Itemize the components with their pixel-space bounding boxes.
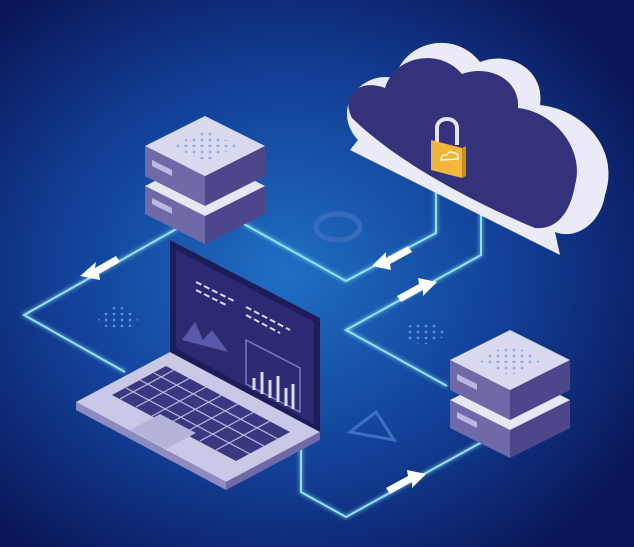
line-server-to-laptop bbox=[21, 227, 179, 373]
arrow-icon bbox=[386, 470, 426, 494]
arrow-icon bbox=[80, 256, 120, 280]
keyboard bbox=[112, 366, 290, 461]
arrow-icon bbox=[397, 278, 437, 302]
server-icon bbox=[145, 116, 265, 244]
arrow-icon bbox=[372, 246, 412, 270]
laptop-icon bbox=[76, 240, 320, 490]
triangle-shape bbox=[346, 409, 398, 443]
dot-grid bbox=[98, 307, 138, 329]
padlock-icon bbox=[431, 117, 466, 178]
arrows bbox=[80, 246, 437, 494]
dot-grid bbox=[404, 322, 444, 344]
cloud-icon bbox=[346, 42, 609, 255]
touchpad bbox=[130, 414, 196, 449]
circle-shape bbox=[313, 211, 363, 243]
server-icon bbox=[450, 330, 570, 458]
